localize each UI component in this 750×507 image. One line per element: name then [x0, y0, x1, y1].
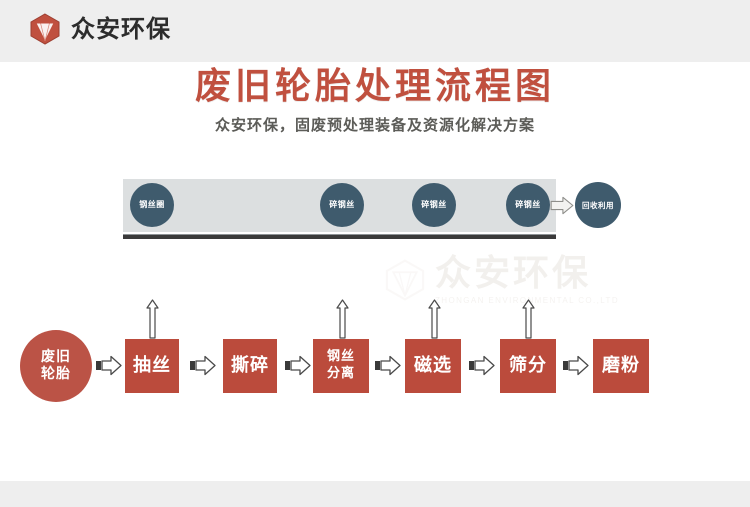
arrow-step5-step6 [563, 355, 589, 376]
step-3-label: 钢丝分离 [326, 349, 355, 381]
step-1: 抽丝 [125, 339, 179, 393]
byproduct-band-rule [123, 234, 556, 239]
byproduct-circle-4: 碎钢丝 [506, 183, 550, 227]
up-arrow-2 [336, 299, 349, 339]
arrow-step2-step3 [285, 355, 311, 376]
step-5: 筛分 [500, 339, 556, 393]
step-2: 撕碎 [223, 339, 277, 393]
source-node-label: 废旧轮胎 [41, 348, 71, 383]
arrow-to-recycle [550, 196, 574, 215]
up-arrow-1 [146, 299, 159, 339]
up-arrow-4 [522, 299, 535, 339]
brand-lockup: 众安环保 [28, 12, 171, 46]
step-6: 磨粉 [593, 339, 649, 393]
step-1-label: 抽丝 [133, 354, 171, 376]
slide-canvas [0, 62, 750, 481]
page-header-band: 众安环保 [0, 0, 750, 62]
byproduct-circle-1: 钢丝圈 [130, 183, 174, 227]
recycle-node: 回收利用 [575, 182, 621, 228]
byproduct-circle-2: 碎钢丝 [320, 183, 364, 227]
page-title: 废旧轮胎处理流程图 [194, 66, 555, 107]
page-subtitle: 众安环保，固废预处理装备及资源化解决方案 [214, 116, 535, 135]
title-block: 废旧轮胎处理流程图 众安环保，固废预处理装备及资源化解决方案 [0, 66, 750, 135]
step-2-label: 撕碎 [231, 354, 269, 376]
diamond-hexagon-logo-icon [28, 12, 62, 46]
arrow-step3-step4 [375, 355, 401, 376]
arrow-step1-step2 [190, 355, 216, 376]
source-node: 废旧轮胎 [20, 330, 92, 402]
arrow-step4-step5 [469, 355, 495, 376]
step-6-label: 磨粉 [602, 354, 640, 376]
byproduct-circle-3: 碎钢丝 [412, 183, 456, 227]
page-footer-band [0, 481, 750, 507]
step-4: 磁选 [405, 339, 461, 393]
step-5-label: 筛分 [509, 354, 547, 376]
brand-name: 众安环保 [71, 15, 171, 43]
step-4-label: 磁选 [414, 354, 452, 376]
step-3: 钢丝分离 [313, 339, 369, 393]
up-arrow-3 [428, 299, 441, 339]
arrow-source-step1 [96, 355, 122, 376]
